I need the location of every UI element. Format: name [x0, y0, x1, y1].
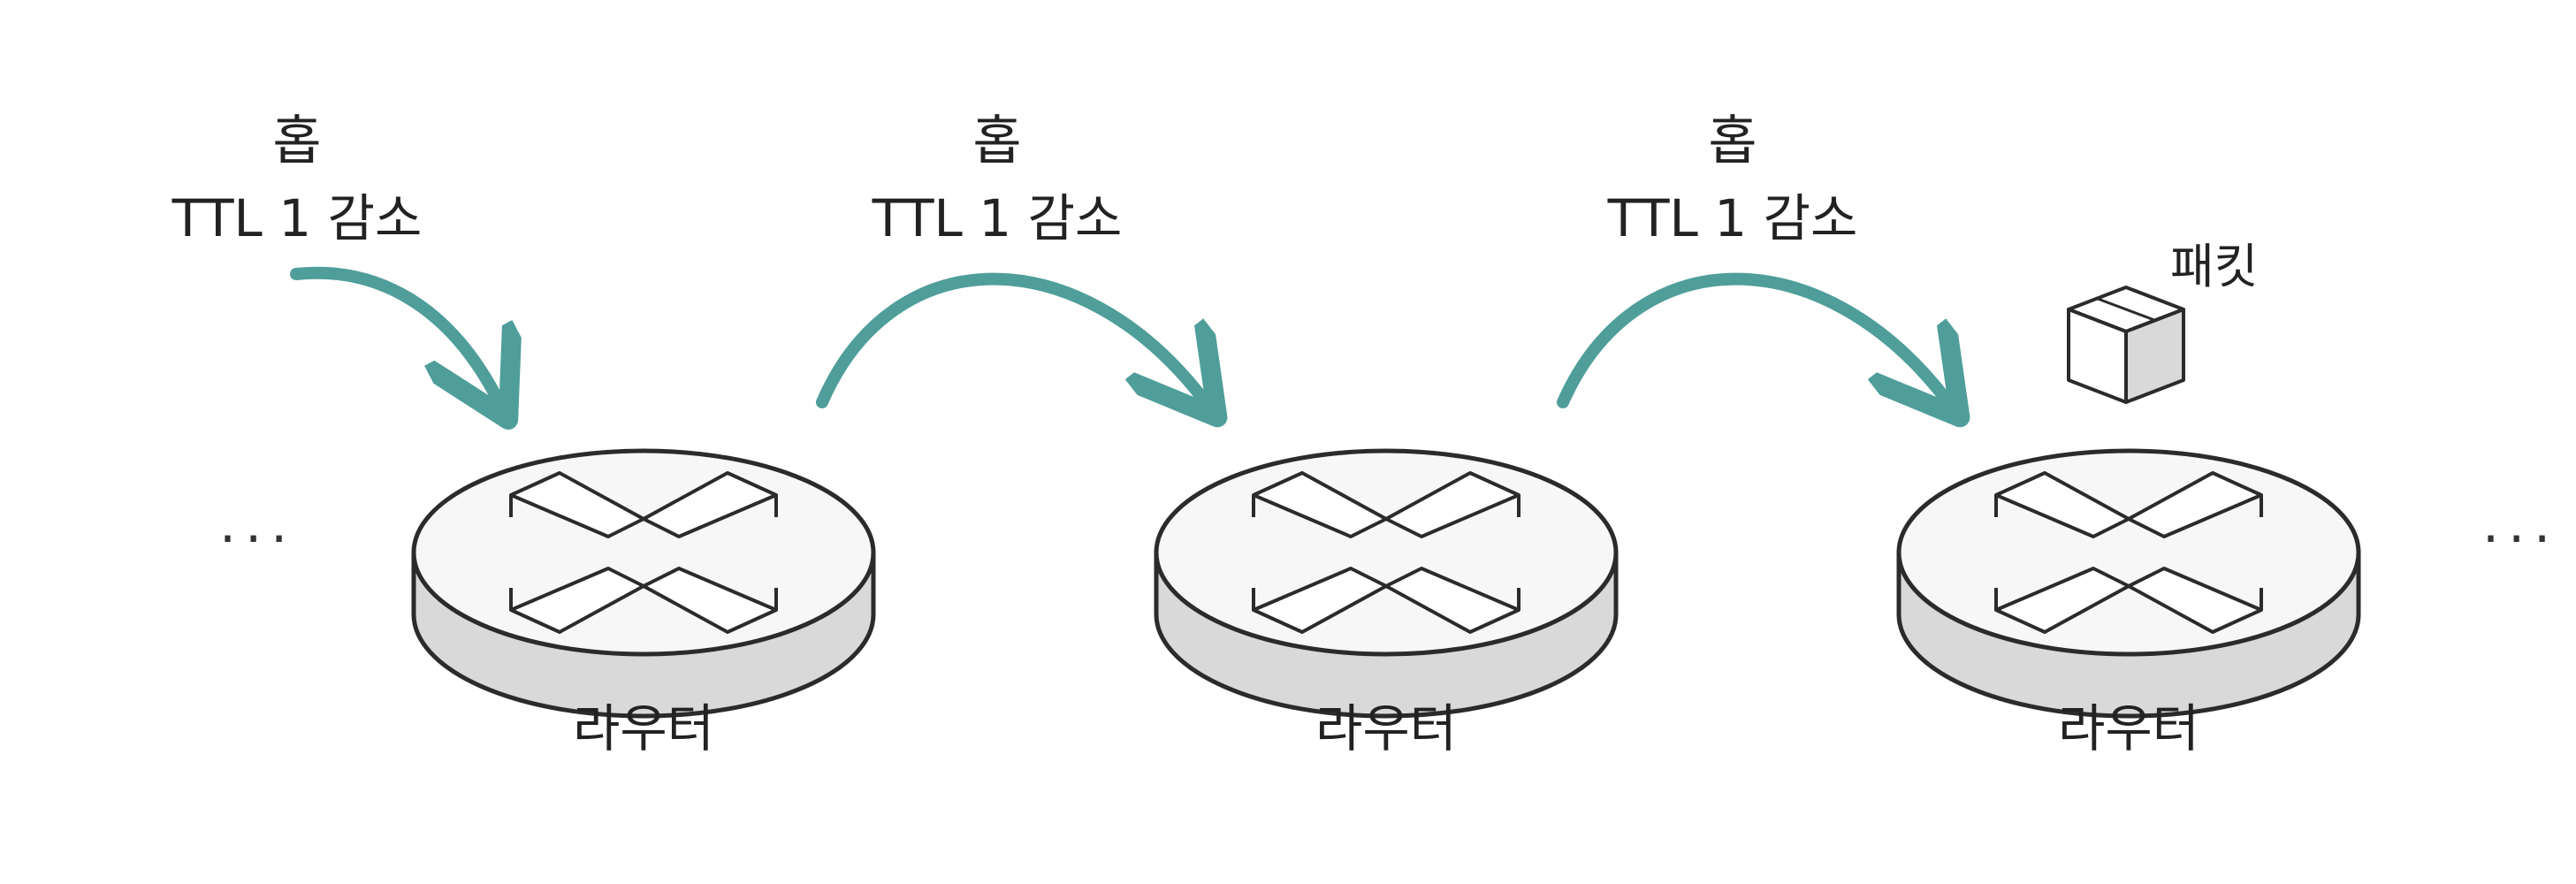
ellipsis-right: ···	[2482, 508, 2560, 570]
hop-arrow-2	[816, 272, 1202, 402]
hop-arrow-3	[1557, 272, 1945, 402]
hop-title: 홉	[972, 110, 1022, 172]
hop-ttl-label: TTL 1 감소	[872, 188, 1123, 248]
router-label: 라우터	[1315, 698, 1458, 758]
router-icon	[1896, 448, 2361, 719]
hop-title: 홉	[1708, 110, 1757, 172]
router-icon	[1154, 448, 1619, 719]
router-icon	[411, 448, 876, 719]
hop-title: 홉	[272, 110, 322, 172]
packet-box-icon	[2067, 286, 2185, 404]
router-label: 라우터	[572, 698, 715, 758]
ellipsis-left: ···	[219, 508, 297, 570]
hop-ttl-label: TTL 1 감소	[171, 188, 423, 248]
packet-label: 패킷	[2170, 239, 2259, 294]
hop-arrow-1	[290, 266, 497, 398]
router-label: 라우터	[2057, 698, 2200, 758]
hop-ttl-label: TTL 1 감소	[1607, 188, 1858, 248]
